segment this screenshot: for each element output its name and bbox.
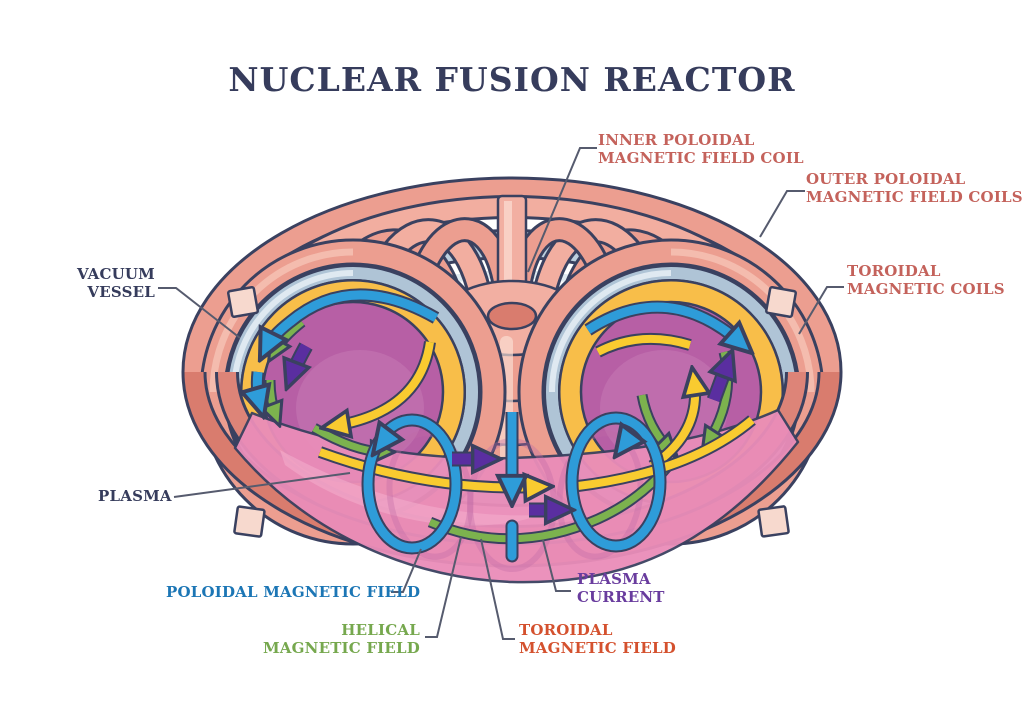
label-line: MAGNETIC FIELD COIL [598, 149, 804, 167]
label-line: MAGNETIC FIELD COILS [806, 188, 1023, 206]
label-line: PLASMA [98, 487, 172, 505]
label-inner-poloidal-coil: INNER POLOIDAL MAGNETIC FIELD COIL [598, 131, 804, 167]
label-line: VACUUM [76, 265, 155, 283]
coil-end-caps [227, 286, 797, 538]
label-line: MAGNETIC FIELD [519, 639, 676, 657]
leader-lines [158, 147, 844, 640]
label-plasma-current: PLASMA CURRENT [577, 570, 665, 606]
label-line: POLOIDAL MAGNETIC FIELD [166, 583, 421, 601]
plasma-current-arrows [291, 342, 728, 510]
label-line: TOROIDAL [519, 621, 613, 639]
label-line: INNER POLOIDAL [598, 131, 755, 149]
label-line: TOROIDAL [847, 262, 941, 280]
label-line: CURRENT [577, 588, 665, 606]
label-line: MAGNETIC FIELD [263, 639, 420, 657]
label-plasma: PLASMA [98, 487, 172, 505]
diagram-title: NUCLEAR FUSION REACTOR [228, 60, 796, 99]
label-toroidal-magnetic-coils: TOROIDAL MAGNETIC COILS [847, 262, 1005, 298]
label-line: MAGNETIC COILS [847, 280, 1005, 298]
label-line: PLASMA [577, 570, 651, 588]
label-helical-magnetic-field: HELICAL MAGNETIC FIELD [250, 621, 420, 657]
label-line: VESSEL [87, 283, 155, 301]
label-toroidal-magnetic-field: TOROIDAL MAGNETIC FIELD [519, 621, 676, 657]
label-line: OUTER POLOIDAL [806, 170, 966, 188]
label-vacuum-vessel: VACUUM VESSEL [35, 265, 155, 301]
label-outer-poloidal-coils: OUTER POLOIDAL MAGNETIC FIELD COILS [806, 170, 1023, 206]
poloidal-field-arrows [257, 288, 742, 563]
label-line: HELICAL [341, 621, 420, 639]
label-poloidal-magnetic-field: POLOIDAL MAGNETIC FIELD [166, 583, 420, 601]
